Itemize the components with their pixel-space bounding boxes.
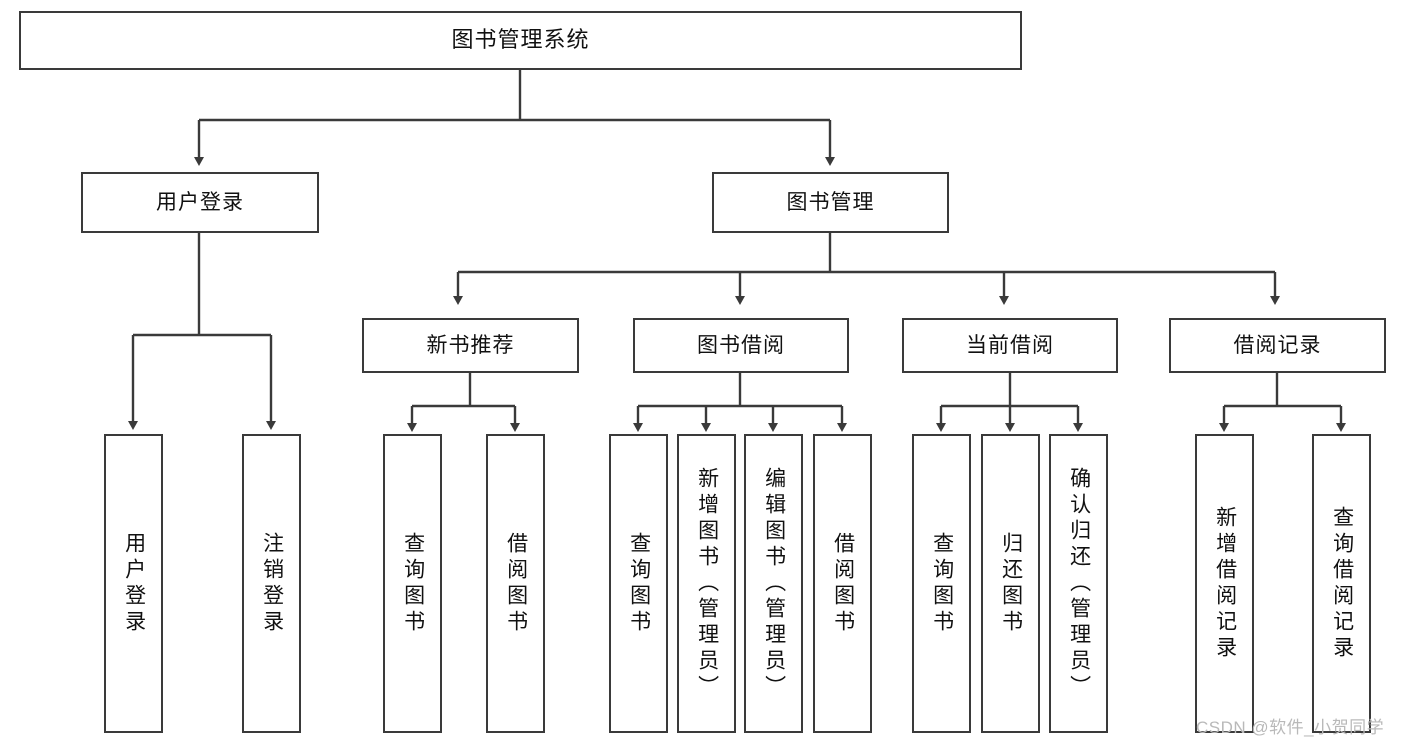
node-label: 当前借阅: [966, 333, 1054, 357]
node-label: 注销登录: [260, 531, 284, 636]
node-label: 借阅记录: [1233, 333, 1322, 357]
node-label: 查询图书: [401, 531, 425, 636]
node-current-borrow[interactable]: 当前借阅: [902, 318, 1118, 373]
node-label: 新增图书（管理员）: [695, 466, 719, 701]
node-label: 查询图书: [627, 531, 651, 636]
node-label: 归还图书: [999, 531, 1023, 636]
leaf-query-book-recommend[interactable]: 查询图书: [383, 434, 442, 733]
leaf-user-login[interactable]: 用户登录: [104, 434, 163, 733]
leaf-return-book[interactable]: 归还图书: [981, 434, 1040, 733]
node-label: 新增借阅记录: [1213, 505, 1237, 662]
leaf-logout-login[interactable]: 注销登录: [242, 434, 301, 733]
node-borrow-record[interactable]: 借阅记录: [1169, 318, 1386, 373]
watermark-text: CSDN @软件_小贺同学: [1196, 718, 1385, 737]
node-label: 新书推荐: [426, 333, 515, 357]
leaf-borrow-book-recommend[interactable]: 借阅图书: [486, 434, 545, 733]
node-label: 借阅图书: [831, 531, 855, 636]
node-root-system[interactable]: 图书管理系统: [19, 11, 1022, 70]
node-label: 用户登录: [156, 190, 244, 214]
node-label: 借阅图书: [504, 531, 528, 636]
node-label: 图书借阅: [697, 333, 785, 357]
node-label: 确认归还（管理员）: [1067, 466, 1091, 701]
leaf-query-book-borrow[interactable]: 查询图书: [609, 434, 668, 733]
node-label: 编辑图书（管理员）: [762, 466, 786, 701]
node-label: 查询图书: [930, 531, 954, 636]
leaf-edit-book[interactable]: 编辑图书（管理员）: [744, 434, 803, 733]
leaf-add-book[interactable]: 新增图书（管理员）: [677, 434, 736, 733]
leaf-confirm-return[interactable]: 确认归还（管理员）: [1049, 434, 1108, 733]
node-book-manage[interactable]: 图书管理: [712, 172, 949, 233]
node-label: 用户登录: [122, 531, 146, 636]
node-label: 图书管理系统: [451, 27, 590, 53]
node-label: 图书管理: [786, 190, 875, 214]
leaf-query-borrow-record[interactable]: 查询借阅记录: [1312, 434, 1371, 733]
leaf-borrow-book[interactable]: 借阅图书: [813, 434, 872, 733]
node-user-login[interactable]: 用户登录: [81, 172, 319, 233]
node-new-book-recommend[interactable]: 新书推荐: [362, 318, 579, 373]
node-label: 查询借阅记录: [1330, 505, 1354, 662]
leaf-query-book-current[interactable]: 查询图书: [912, 434, 971, 733]
leaf-add-borrow-record[interactable]: 新增借阅记录: [1195, 434, 1254, 733]
node-book-borrow[interactable]: 图书借阅: [633, 318, 849, 373]
